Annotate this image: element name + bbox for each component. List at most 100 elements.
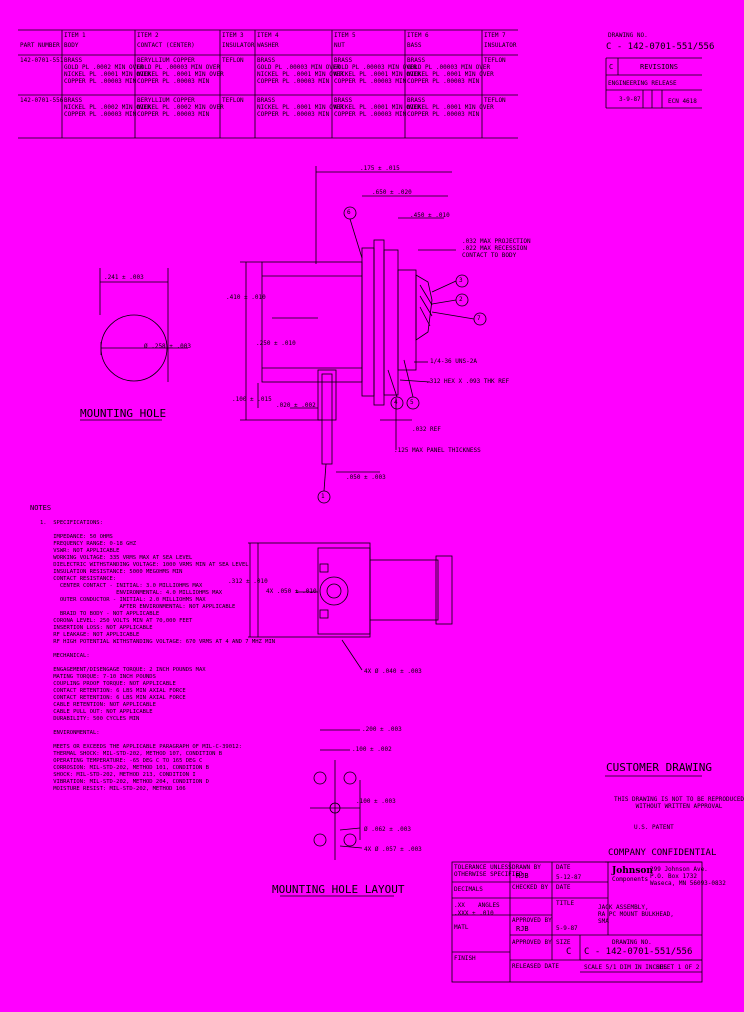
dim-241: .241 ± .003 <box>104 274 144 281</box>
tb-size-label: SIZE <box>556 939 571 946</box>
bom-row2-bass: BRASS NICKEL PL .0001 MIN OVER COPPER PL… <box>407 97 494 118</box>
dim-100: .100 ± .015 <box>232 396 272 403</box>
tb-title: JACK ASSEMBLY, RA PC MOUNT BULKHEAD, SMA <box>598 904 674 925</box>
dim-312: .312 ± .010 <box>228 578 268 585</box>
dim-250: .250 ± .010 <box>256 340 296 347</box>
bom-table-grid <box>18 29 518 139</box>
customer-title: CUSTOMER DRAWING <box>606 761 712 774</box>
balloon-3: 3 <box>459 277 463 284</box>
tb-dwg: C - 142-0701-551/556 <box>584 947 693 957</box>
tb-approved-by: RJB <box>516 925 529 933</box>
bom-row1-bass: BRASS GOLD PL .00003 MIN OVER NICKEL PL … <box>407 57 494 85</box>
dim-leads: 4X Ø .040 ± .003 <box>364 668 422 675</box>
tb-drawn-label: DRAWN BY <box>512 864 541 871</box>
hole-layout-title: MOUNTING HOLE LAYOUT <box>272 883 405 896</box>
customer-patent: U.S. PATENT <box>634 824 674 831</box>
bom-header-nut: NUT <box>334 42 345 49</box>
customer-reproduce: THIS DRAWING IS NOT TO BE REPRODUCED WIT… <box>614 796 744 810</box>
bom-header-item7: ITEM 7 <box>484 32 506 39</box>
mounting-hole-title: MOUNTING HOLE <box>80 407 167 420</box>
bom-header-item3: ITEM 3 <box>222 32 244 39</box>
dim-panel: .125 MAX PANEL THICKNESS <box>394 447 481 454</box>
bom-header-body: BODY <box>64 42 79 49</box>
dim-175: .175 ± .015 <box>360 165 400 172</box>
bom-header-insulator2: INSULATOR <box>484 42 517 49</box>
balloon-5: 5 <box>410 399 414 406</box>
dim-050: .050 ± .003 <box>346 474 386 481</box>
bom-row2-washer: BRASS NICKEL PL .0001 MIN OVER COPPER PL… <box>257 97 344 118</box>
bom-header-item2: ITEM 2 <box>137 32 159 39</box>
dim-450: .450 ± .010 <box>410 212 450 219</box>
company-logo: Johnson <box>612 866 653 876</box>
bom-row1-washer: BRASS GOLD PL .00003 MIN OVER NICKEL PL … <box>257 57 344 85</box>
balloon-7: 7 <box>477 315 481 322</box>
bom-row2-insulator: TEFLON <box>222 97 244 104</box>
tb-drawn-by: RJB <box>516 872 529 880</box>
tb-dxx: .XX <box>454 902 465 909</box>
tb-drawn-date: 5-12-87 <box>556 874 582 881</box>
revision-block-grid <box>605 57 702 109</box>
dim-4x050: 4X .050 ± .010 <box>266 588 317 595</box>
dim-thread: 1/4-36 UNS-2A <box>430 358 477 365</box>
balloon-4: 4 <box>394 399 398 406</box>
tb-angles: ANGLES <box>478 902 500 909</box>
tb-approved-label: APPROVED BY <box>512 917 552 924</box>
mounting-hole-figure <box>80 268 188 421</box>
dim-032: .032 REF <box>412 426 441 433</box>
bom-row2-part: 142-0701-556 <box>20 97 64 104</box>
dim-258: Ø .258 ± .003 <box>144 343 191 350</box>
bom-row1-contact: BERYLLIUM COPPER GOLD PL .00003 MIN OVER… <box>137 57 224 85</box>
dim-020: .020 ± .002 <box>276 402 316 409</box>
rev-ecn: ECN 4618 <box>668 98 697 105</box>
bom-row1-insulator: TEFLON <box>222 57 244 64</box>
rev-letter: C <box>609 63 614 71</box>
bom-header-bass: BASS <box>407 42 422 49</box>
tb-dwg-label: DRAWING NO. <box>612 939 652 946</box>
tb-checked-date-label: DATE <box>556 884 571 891</box>
side-view <box>240 166 456 473</box>
dim-hdia: Ø .062 ± .003 <box>364 826 411 833</box>
front-view <box>248 542 453 671</box>
dim-projection: .032 MAX PROJECTION .022 MAX RECESSION C… <box>462 238 531 259</box>
tb-title-label: TITLE <box>556 900 575 907</box>
bom-header-item1: ITEM 1 <box>64 32 86 39</box>
dim-650: .650 ± .020 <box>372 189 412 196</box>
bom-header-item6: ITEM 6 <box>407 32 429 39</box>
dim-hex: .312 HEX X .093 THK REF <box>426 378 510 385</box>
tb-tolerance: TOLERANCE UNLESS OTHERWISE SPECIFIED <box>454 864 523 878</box>
bom-row1-part: 142-0701-551 <box>20 57 64 64</box>
tb-sheet: SHEET 1 OF 2 <box>656 964 700 971</box>
balloon-2: 2 <box>459 296 463 303</box>
tb-decimals: DECIMALS <box>454 886 483 893</box>
bom-row1-nut: BRASS GOLD PL .00003 MIN OVER NICKEL PL … <box>334 57 421 85</box>
rev-date: 3-9-87 <box>619 96 641 103</box>
dwg-no-label: DRAWING NO. <box>608 32 648 39</box>
customer-confidential: COMPANY CONFIDENTIAL <box>608 848 717 858</box>
notes-body: 1. SPECIFICATIONS: IMPEDANCE: 50 OHMS FR… <box>40 520 276 792</box>
customer-block-lines <box>605 775 702 863</box>
bom-header-insulator: INSULATOR <box>222 42 255 49</box>
bom-row1-insulator2: TEFLON <box>484 57 506 64</box>
notes-title: NOTES <box>30 504 52 512</box>
tb-dxxx: .XXX ± .010 <box>454 910 494 917</box>
balloons-side <box>317 206 487 504</box>
dwg-no-top: C - 142-0701-551/556 <box>606 42 715 52</box>
dim-hdia4: 4X Ø .057 ± .003 <box>364 846 422 853</box>
bom-header-item5: ITEM 5 <box>334 32 356 39</box>
bom-row2-contact: BERYLLIUM COPPER NICKEL PL .0002 MIN OVE… <box>137 97 224 118</box>
tb-finish: FINISH <box>454 955 476 962</box>
tb-drawn-date-label: DATE <box>556 864 571 871</box>
bom-header-washer: WASHER <box>257 42 279 49</box>
dim-h200: .200 ± .003 <box>362 726 402 733</box>
company-sub: Components <box>612 876 649 883</box>
drawing-lines <box>18 29 703 983</box>
bom-row2-body: BRASS NICKEL PL .0002 MIN OVER COPPER PL… <box>64 97 151 118</box>
hole-layout-figure <box>280 729 394 897</box>
tb-dim: DIM IN INCHES <box>620 964 667 971</box>
bom-header-part: PART NUMBER <box>20 42 60 49</box>
bom-row2-insulator2: TEFLON <box>484 97 506 104</box>
bom-header-item4: ITEM 4 <box>257 32 279 39</box>
dim-410: .410 ± .010 <box>226 294 266 301</box>
tb-scale: SCALE 5/1 <box>584 964 617 971</box>
rev-label: REVISIONS <box>640 63 678 71</box>
